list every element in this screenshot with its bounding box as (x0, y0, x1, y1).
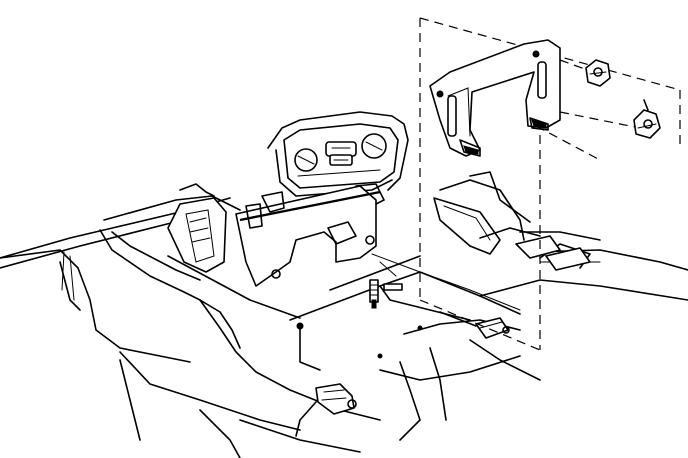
flange-nut-lower (633, 99, 661, 139)
exploded-support-bracket (429, 39, 561, 157)
leader-lines (371, 253, 521, 311)
exploded-view-frame (419, 17, 681, 351)
seat-belt-buckle-right (439, 311, 510, 339)
floor-holes (296, 283, 423, 359)
climate-control-panel (294, 133, 387, 177)
right-floor-components (433, 171, 591, 271)
mounting-stud (369, 279, 379, 309)
left-seat-base (167, 197, 227, 273)
floor-bracket (235, 183, 385, 287)
seat-belt-buckle-left (295, 383, 357, 437)
flange-nut-upper (585, 59, 611, 87)
